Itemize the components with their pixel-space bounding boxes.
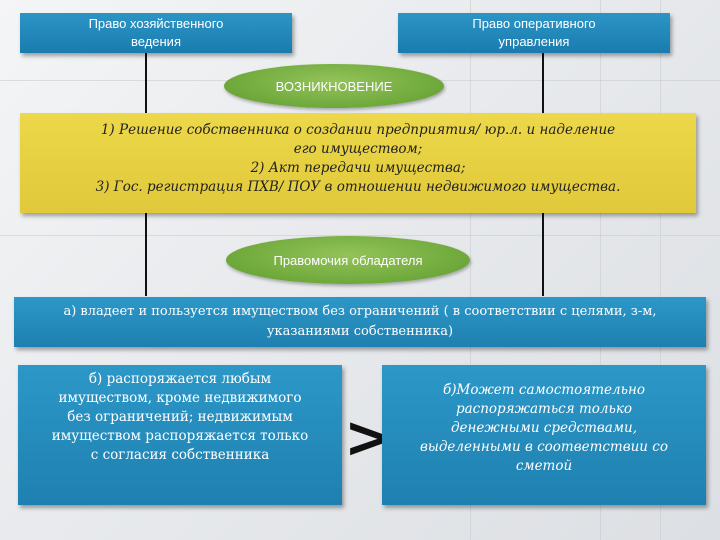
common-power-box: а) владеет и пользуется имуществом без о…	[14, 297, 706, 347]
law-economic-management-line1: Право хозяйственного	[88, 16, 224, 31]
operational-disposal-box: б)Может самостоятельно распоряжаться тол…	[382, 365, 706, 505]
economic-disposal-line: имуществом распоряжается только	[51, 428, 309, 444]
origin-item: 1) Решение собственника о создании предп…	[100, 122, 616, 138]
economic-disposal-line: б) распоряжается любым	[88, 371, 272, 387]
economic-disposal-line: имуществом, кроме недвижимого	[58, 390, 302, 406]
background-line	[470, 0, 471, 540]
operational-disposal-line: выделенными в соответствии со	[420, 439, 668, 455]
powers-title: Правомочия обладателя	[273, 252, 423, 268]
origin-item: его имуществом;	[293, 141, 423, 157]
origin-conditions-box: 1) Решение собственника о создании предп…	[20, 113, 696, 213]
law-operational-management-line2: управления	[498, 34, 570, 49]
operational-disposal-line: денежными средствами,	[450, 420, 638, 436]
origin-title: ВОЗНИКНОВЕНИЕ	[275, 78, 393, 94]
background-line	[0, 235, 720, 236]
operational-disposal-line: б)Может самостоятельно	[443, 382, 645, 398]
origin-item: 3) Гос. регистрация ПХВ/ ПОУ в отношении…	[95, 179, 621, 195]
operational-disposal-line: распоряжаться только	[455, 401, 633, 417]
powers-ellipse: Правомочия обладателя	[226, 236, 470, 284]
economic-disposal-line: с согласия собственника	[90, 447, 270, 463]
origin-item: 2) Акт передачи имущества;	[250, 160, 466, 176]
law-economic-management-box: Право хозяйственного ведения	[20, 13, 292, 53]
common-power-line1: а) владеет и пользуется имуществом без о…	[63, 304, 657, 319]
background-line	[660, 0, 661, 540]
economic-disposal-box: б) распоряжается любым имуществом, кроме…	[18, 365, 342, 505]
economic-disposal-line: без ограничений; недвижимым	[67, 409, 293, 425]
operational-disposal-line: сметой	[515, 458, 573, 474]
background-line	[600, 0, 601, 540]
law-operational-management-box: Право оперативного управления	[398, 13, 670, 53]
common-power-line2: указаниями собственника)	[266, 324, 454, 339]
law-operational-management-line1: Право оперативного	[472, 16, 596, 31]
origin-ellipse: ВОЗНИКНОВЕНИЕ	[224, 64, 444, 108]
law-economic-management-line2: ведения	[130, 34, 181, 49]
